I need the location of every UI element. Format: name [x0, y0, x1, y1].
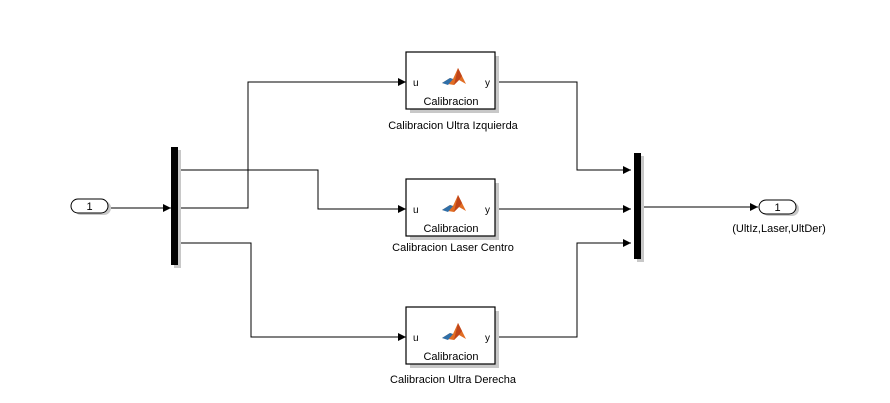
outport-number: 1 — [774, 202, 780, 214]
block-name[interactable]: Calibracion Ultra Izquierda — [388, 120, 518, 132]
block-calibracion-ultra-derecha[interactable]: u y Calibracion — [405, 306, 499, 368]
block-inner-label: Calibracion — [423, 351, 478, 363]
output-port-label: y — [485, 205, 490, 216]
output-port-label: y — [485, 333, 490, 344]
matlab-function-icon — [442, 195, 466, 212]
line-demux-to-block-1[interactable] — [178, 78, 406, 209]
outport-1[interactable]: 1 — [758, 199, 799, 216]
matlab-function-icon — [442, 323, 466, 340]
block-calibracion-laser-centro[interactable]: u y Calibracion — [405, 178, 499, 240]
matlab-function-icon — [442, 68, 466, 85]
line-demux-to-block-2[interactable] — [178, 169, 406, 213]
demux[interactable] — [171, 147, 181, 268]
mux[interactable] — [634, 153, 644, 262]
input-port-label: u — [413, 205, 419, 216]
block-calibracion-ultra-izquierda[interactable]: u y Calibracion — [405, 51, 499, 113]
block-inner-label: Calibracion — [423, 96, 478, 108]
block-name[interactable]: Calibracion Ultra Derecha — [390, 374, 517, 386]
outport-signal-label: (UltIz,Laser,UltDer) — [732, 223, 826, 235]
input-port-label: u — [413, 333, 419, 344]
line-block-3-to-mux[interactable] — [496, 239, 631, 338]
inport-1[interactable]: 1 — [70, 198, 111, 215]
input-port-label: u — [413, 78, 419, 89]
block-name[interactable]: Calibracion Laser Centro — [392, 242, 514, 254]
block-inner-label: Calibracion — [423, 223, 478, 235]
line-demux-to-block-3[interactable] — [178, 242, 406, 341]
output-port-label: y — [485, 78, 490, 89]
signal-lines — [111, 78, 758, 341]
inport-number: 1 — [86, 201, 92, 213]
line-block-1-to-mux[interactable] — [496, 81, 631, 174]
